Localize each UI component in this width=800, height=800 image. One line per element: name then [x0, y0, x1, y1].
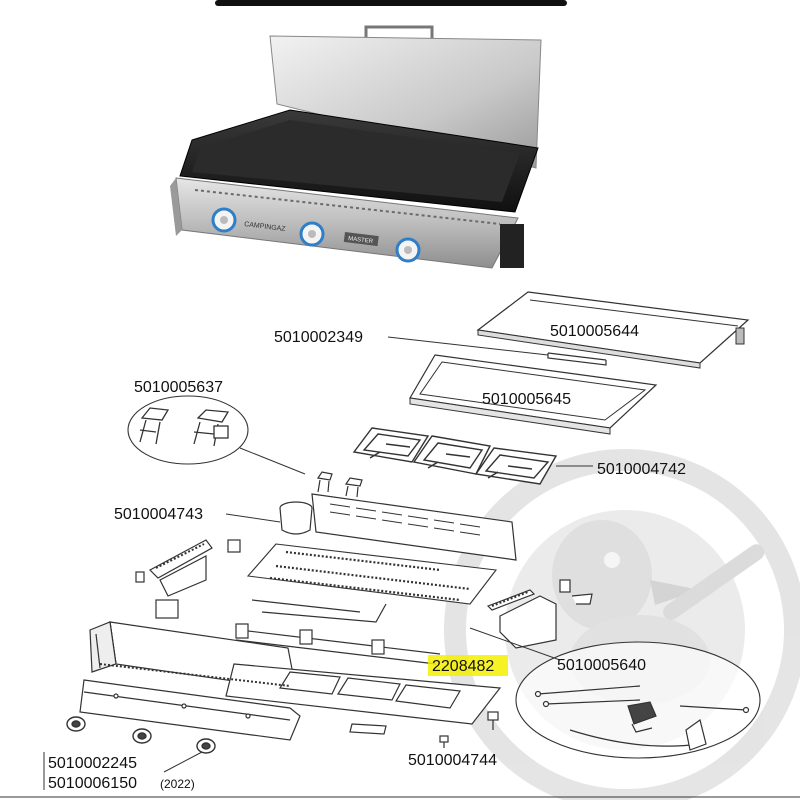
inset-brackets — [127, 395, 249, 465]
part-right-bracket-drawing — [486, 579, 593, 649]
part-left-bracket-drawing — [135, 539, 241, 619]
burner-middle — [412, 435, 492, 475]
leader-housing — [225, 513, 281, 523]
part-housing-drawing — [279, 493, 517, 561]
leader-handle — [387, 336, 549, 356]
label-burners: 5010004742 — [597, 461, 686, 478]
part-brackets-drawing — [139, 407, 230, 447]
product-knob-left — [211, 207, 237, 233]
label-ignition: 5010005640 — [557, 657, 646, 674]
part-front-panel-drawing — [79, 679, 301, 741]
leader-knobs — [163, 751, 203, 773]
label-knob-b-note: (2022) — [160, 777, 195, 791]
label-knob-a: 5010002245 — [48, 755, 137, 772]
part-handle-drawing — [547, 352, 607, 366]
label-highlighted: 2208482 — [432, 658, 494, 675]
leader-ignition — [469, 627, 561, 661]
label-knob-b: 5010006150 — [48, 775, 137, 792]
label-handle: 5010002349 — [274, 329, 363, 346]
product-lid — [269, 35, 542, 169]
top-banner-strip — [215, 0, 567, 6]
part-plate-drawing — [409, 354, 658, 435]
label-brackets: 5010005637 — [134, 379, 223, 396]
label-plate: 5010005645 — [482, 391, 571, 408]
leader-brackets — [239, 447, 306, 475]
part-lid-drawing — [476, 291, 750, 369]
product-photo: CAMPINGAZ MASTER — [170, 25, 542, 269]
burner-left — [352, 427, 430, 463]
part-ignition-drawing — [534, 685, 750, 751]
highlight-marker — [428, 655, 508, 676]
part-knobs-drawing — [66, 716, 216, 754]
part-lower-frame-drawing — [89, 599, 502, 725]
part-grille-drawing — [246, 543, 498, 605]
label-housing: 5010004743 — [114, 506, 203, 523]
product-badge: MASTER — [348, 236, 374, 245]
label-lid: 5010005644 — [550, 323, 639, 340]
part-brackets-small — [316, 471, 363, 498]
label-screw: 5010004744 — [408, 752, 497, 769]
part-screw-drawing — [349, 711, 499, 748]
burner-right — [474, 447, 558, 485]
product-knob-middle — [299, 221, 325, 247]
product-knob-right — [395, 237, 421, 263]
part-burners-drawing — [352, 427, 558, 485]
